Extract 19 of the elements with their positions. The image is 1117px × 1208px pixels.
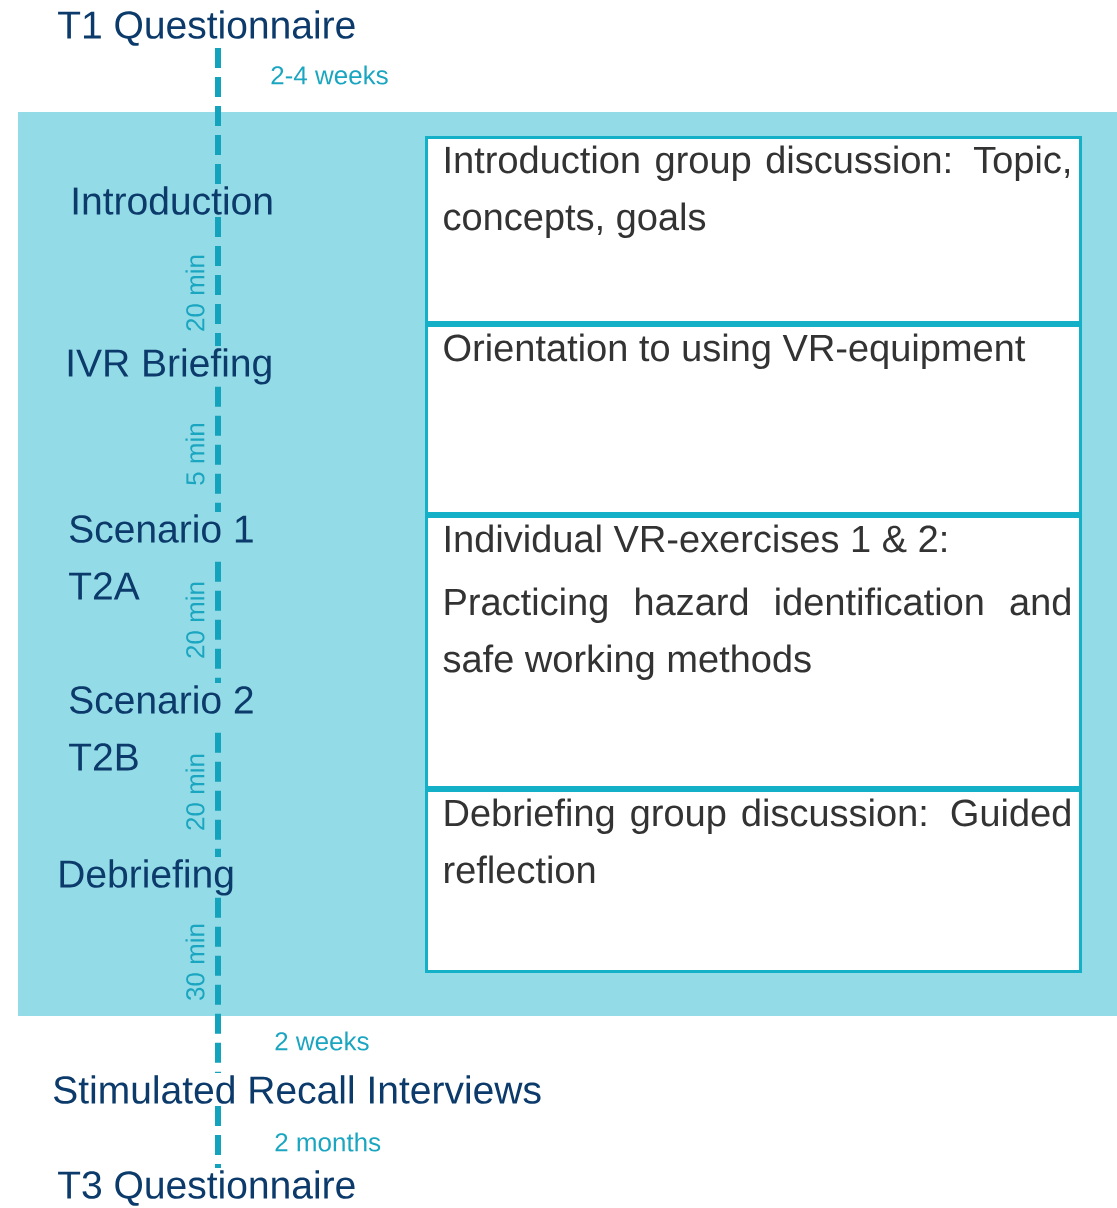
activity-box: Debriefing group discussion: Guided reflection — [425, 789, 1082, 973]
duration-label: 5 min — [185, 423, 205, 485]
activity-box: Orientation to using VR-equipment — [425, 324, 1082, 515]
duration-label: 30 min — [185, 924, 205, 1001]
duration-label: 20 min — [185, 255, 205, 331]
duration-label: 20 min — [185, 754, 205, 830]
stage-label: IVR Briefing — [68, 348, 271, 385]
stage-label: Stimulated Recall Interviews — [53, 1075, 541, 1104]
duration-label: 2 months — [275, 1132, 381, 1152]
stage-label: T1 Questionnaire — [58, 10, 355, 46]
activity-box: Introduction group discussion: Topic, concepts, goals — [425, 136, 1082, 324]
stage-label: Debriefing — [60, 859, 233, 896]
duration-label: 2-4 weeks — [271, 65, 388, 85]
duration-label: 20 min — [185, 582, 205, 658]
activity-box: Individual VR-exercises 1 & 2: Practicing hazard identification and safe working methods — [425, 515, 1082, 789]
stage-label: T3 Questionnaire — [58, 1170, 355, 1206]
duration-label: 2 weeks — [275, 1031, 369, 1051]
stage-label: Introduction — [73, 186, 272, 215]
dashed-line — [215, 48, 221, 184]
